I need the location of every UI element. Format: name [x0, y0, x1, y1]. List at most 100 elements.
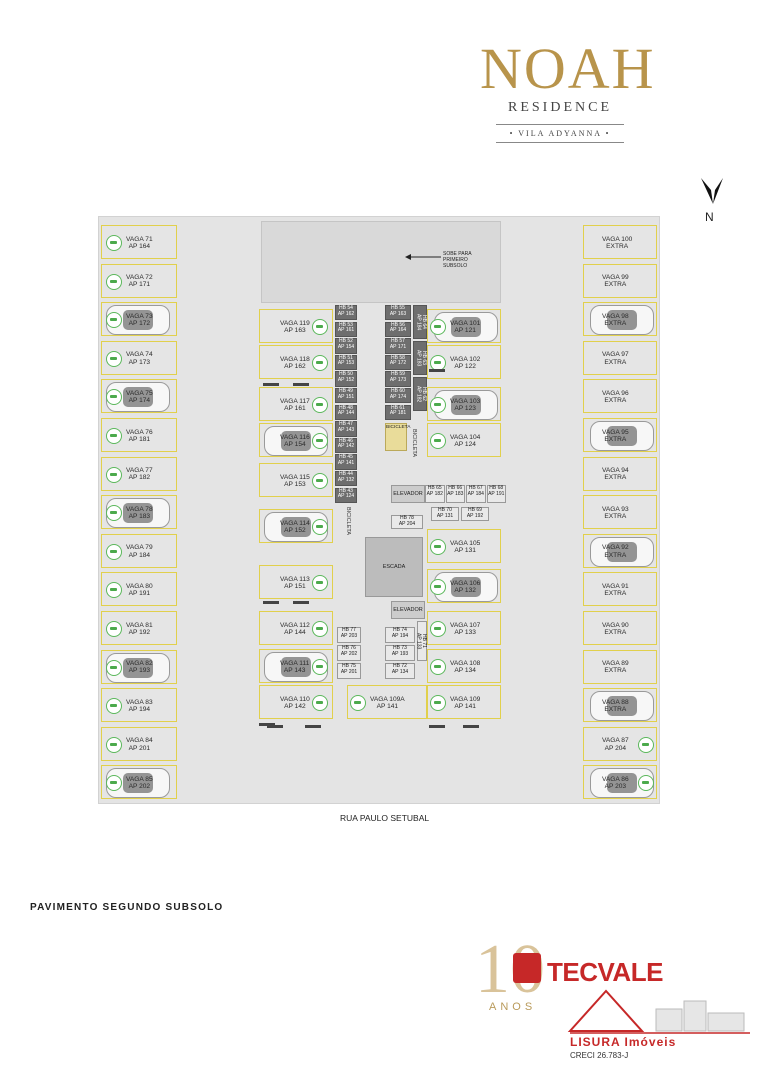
car-icon: [590, 691, 654, 722]
ev-charger-icon: [638, 775, 654, 792]
hanger-apartment: AP 153: [337, 360, 355, 367]
spot-number: VAGA 106: [450, 579, 481, 587]
spot-number: VAGA 114: [280, 519, 310, 527]
ev-charger-icon: [106, 582, 122, 599]
ev-charger-icon: [106, 466, 122, 483]
hanger-apartment: AP 133: [415, 632, 422, 650]
spot-number: VAGA 86: [602, 775, 629, 783]
parking-bollard: [263, 383, 279, 386]
hanger-apartment: AP 201: [340, 668, 358, 675]
hanger-number: HB 54: [339, 305, 353, 311]
parking-bollard: [293, 383, 309, 386]
ev-charger-icon: [312, 397, 328, 413]
spot-apartment: AP 181: [128, 435, 151, 443]
spot-number: VAGA 116: [280, 433, 310, 441]
ev-charger-icon: [638, 736, 654, 753]
hanger-number: HB 47: [339, 421, 353, 428]
hanger-number: HB 61: [391, 404, 405, 411]
spot-apartment: EXTRA: [604, 474, 627, 482]
spot-apartment: EXTRA: [606, 242, 629, 250]
car-icon: [590, 421, 654, 451]
brand-subtitle: RESIDENCE: [508, 100, 612, 115]
spot-apartment: AP 124: [454, 440, 476, 448]
lisura-creci: CRECI 26.783-J: [570, 1051, 629, 1060]
stairwell-label: ESCADA: [382, 564, 406, 570]
spot-apartment: EXTRA: [604, 667, 627, 675]
spot-number: VAGA 107: [450, 621, 481, 629]
hanger-apartment: AP 203: [340, 632, 358, 639]
hanger-number: HB 45: [339, 454, 353, 461]
hanger-apartment: AP 151: [337, 393, 355, 400]
spot-apartment: AP 164: [128, 242, 151, 250]
spot-apartment: EXTRA: [604, 590, 627, 598]
spot-number: VAGA 117: [280, 397, 310, 405]
elevator-label: ELEVADOR: [393, 491, 423, 497]
hanger-apartment: AP 193: [391, 650, 409, 657]
hanger-number: HB 66: [448, 485, 463, 491]
spot-number: VAGA 78: [126, 505, 153, 513]
ramp-arrow-icon: [405, 254, 441, 260]
spot-number: VAGA 85: [126, 775, 153, 783]
spot-number: VAGA 88: [602, 698, 629, 706]
hanger-number: HB 49: [339, 388, 353, 394]
spot-apartment: AP 121: [454, 326, 476, 334]
spot-apartment: AP 183: [128, 512, 151, 520]
bicycle-rack-label: BICICLETA: [386, 425, 411, 430]
ev-charger-icon: [430, 397, 446, 413]
spot-apartment: AP 141: [376, 702, 399, 710]
spot-number: VAGA 81: [126, 621, 153, 629]
bicycle-lane-label-right: BICICLETA: [411, 429, 417, 458]
hanger-number: HB 53: [339, 321, 353, 328]
hanger-apartment: AP 183: [415, 349, 422, 367]
spot-apartment: AP 203: [604, 783, 627, 791]
spot-apartment: AP 191: [128, 590, 151, 598]
hanger-number: HB 59: [391, 371, 405, 378]
brand-divider: [496, 124, 624, 125]
hanger-apartment: AP 154: [337, 343, 355, 350]
lisura-logo: LISURA Imóveis CRECI 26.783-J: [566, 985, 754, 1065]
tecvale-mark-icon: [513, 953, 541, 983]
hanger-number: HB 43: [339, 487, 353, 494]
ev-charger-icon: [106, 505, 122, 522]
brand-location: • VILA ADYANNA •: [509, 129, 611, 138]
spot-number: VAGA 97: [602, 351, 629, 359]
hanger-number: HB 76: [342, 645, 356, 651]
parking-bollard: [259, 723, 275, 726]
hanger-apartment: AP 164: [389, 327, 407, 334]
hanger-number: HB 74: [393, 627, 407, 633]
parking-bollard: [429, 725, 445, 728]
brand-logo: NOAH RESIDENCE • VILA ADYANNA •: [480, 40, 654, 143]
